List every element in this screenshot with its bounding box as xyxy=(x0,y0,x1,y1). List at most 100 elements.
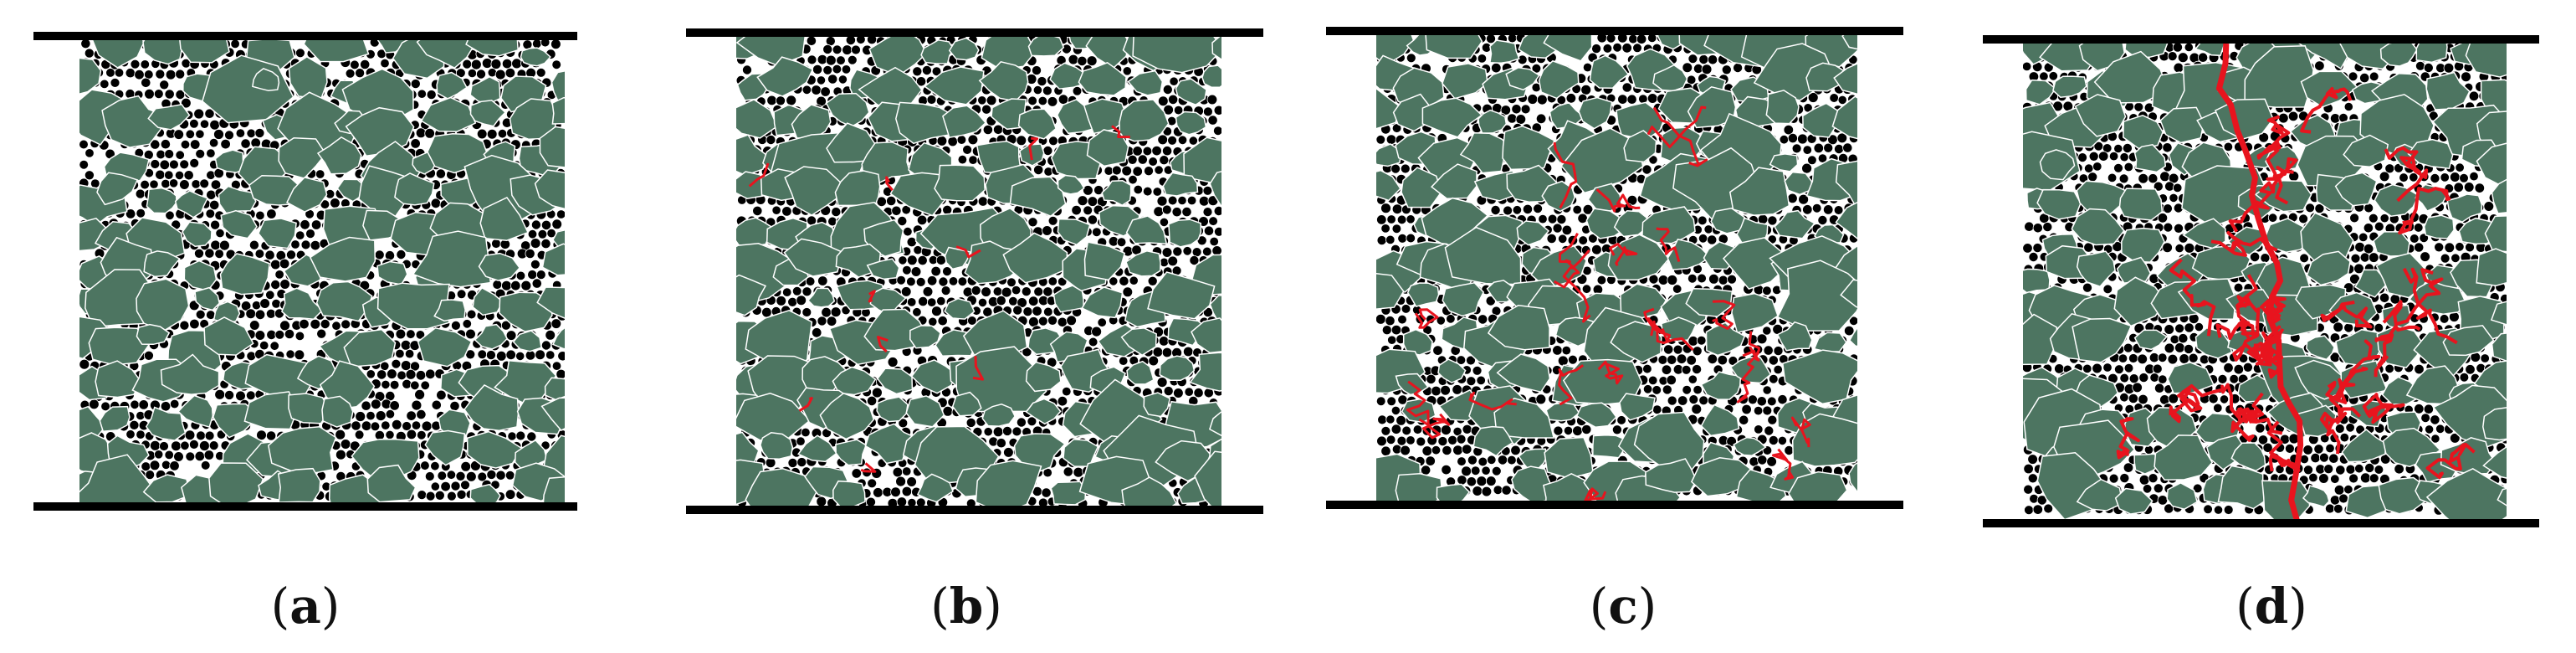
mortar-particle xyxy=(184,429,196,441)
mortar-particle xyxy=(907,497,917,506)
mortar-particle xyxy=(545,350,556,360)
mortar-particle xyxy=(476,128,488,140)
mortar-particle xyxy=(1701,64,1713,75)
mortar-particle xyxy=(957,276,968,287)
aggregate-particle xyxy=(783,238,843,277)
mortar-particle xyxy=(916,76,927,87)
mortar-particle xyxy=(279,258,290,270)
mortar-particle xyxy=(1708,273,1719,285)
mortar-particle xyxy=(1157,134,1169,146)
mortar-particle xyxy=(254,309,266,321)
aggregate-particle xyxy=(905,395,945,428)
mortar-particle xyxy=(149,460,161,471)
mortar-particle xyxy=(1033,164,1044,175)
mortar-particle xyxy=(906,276,916,287)
aggregate-particle xyxy=(1189,352,1221,392)
mortar-particle xyxy=(203,450,215,460)
mortar-particle xyxy=(141,77,151,88)
mortar-particle xyxy=(1621,43,1632,54)
aggregate-particle xyxy=(469,483,501,502)
aggregate-particles xyxy=(79,40,565,502)
mortar-particle xyxy=(1167,94,1179,105)
mortar-particle xyxy=(366,410,376,421)
aggregate-particle xyxy=(819,392,875,440)
mortar-particle xyxy=(903,226,913,237)
aggregate-particle xyxy=(1078,61,1127,96)
top-loading-plate xyxy=(1326,27,1903,35)
aggregate-particle xyxy=(868,37,928,77)
mortar-particle xyxy=(165,69,177,80)
mortar-particle xyxy=(965,417,976,428)
aggregate-particle xyxy=(145,406,187,441)
mortar-particle xyxy=(1132,166,1143,177)
mortar-particle xyxy=(504,67,516,79)
mortar-particle xyxy=(1385,134,1397,145)
mortar-particle xyxy=(936,136,948,147)
mortar-particle xyxy=(847,54,858,65)
mortar-particle xyxy=(84,48,95,59)
mortar-particle xyxy=(1628,35,1638,44)
mortar-particle xyxy=(204,248,215,259)
aggregate-particle xyxy=(436,71,468,100)
mortar-particle xyxy=(1161,204,1172,215)
mortar-particle xyxy=(977,297,988,307)
aggregate-particle xyxy=(179,40,230,64)
mortar-particle xyxy=(294,48,305,59)
mortar-particle xyxy=(832,44,842,55)
mortar-particle xyxy=(224,130,234,141)
mortar-particle xyxy=(125,208,136,219)
mortar-particle xyxy=(1133,184,1144,195)
panel-label-b: (b) xyxy=(883,582,1050,630)
mortar-particle xyxy=(254,330,266,341)
mortar-particle xyxy=(191,179,201,189)
mortar-particle xyxy=(1507,35,1518,44)
mortar-particle xyxy=(189,318,200,330)
mortar-particle xyxy=(1028,296,1039,306)
mortar-particle xyxy=(136,429,146,440)
aggregate-particle xyxy=(832,480,866,506)
aggregate-particle xyxy=(1201,64,1221,88)
mortar-particle xyxy=(530,219,541,230)
mortar-particle xyxy=(1591,44,1602,54)
mortar-particle xyxy=(1515,114,1527,125)
mortar-particle xyxy=(397,370,407,381)
mortar-particle xyxy=(1762,285,1772,296)
mortar-particle xyxy=(169,460,180,471)
mortar-particle xyxy=(1119,275,1129,286)
mortar-particle xyxy=(1157,95,1169,106)
mortar-particle xyxy=(1077,55,1088,67)
mortar-particle xyxy=(1116,237,1127,248)
mortar-particle xyxy=(235,390,246,402)
mortar-particle xyxy=(195,129,205,139)
mortar-particle xyxy=(817,54,828,65)
mortar-particle xyxy=(246,128,256,139)
mortar-particle xyxy=(400,360,412,372)
mortar-particle xyxy=(1173,388,1184,398)
mortar-particle xyxy=(351,420,361,431)
mortar-particle xyxy=(1391,123,1402,133)
mortar-particle xyxy=(500,320,511,331)
mortar-particle xyxy=(159,80,170,90)
aggregate-particle xyxy=(278,136,327,179)
aggregate-particle xyxy=(760,432,794,460)
mortar-particle xyxy=(527,270,538,280)
mortar-particle xyxy=(1533,203,1544,214)
mortar-particle xyxy=(936,296,946,306)
aggregate-particle xyxy=(832,366,877,396)
mortar-particle xyxy=(1520,104,1531,115)
mortar-particle xyxy=(417,89,427,99)
mortar-particle xyxy=(1152,187,1163,197)
mortar-particle xyxy=(156,149,166,160)
mortar-particle xyxy=(1207,115,1218,126)
panel-c: (c) xyxy=(1326,0,1912,653)
mortar-particle xyxy=(1703,224,1713,234)
mortar-particle xyxy=(180,440,190,451)
mortar-particle xyxy=(1202,207,1213,218)
mortar-particle xyxy=(125,429,136,440)
aggregate-particle xyxy=(1132,37,1221,74)
mortar-particle xyxy=(355,68,366,79)
mortar-particle xyxy=(155,69,166,80)
mortar-particle xyxy=(415,370,427,381)
mortar-particle xyxy=(1386,214,1396,224)
mortar-particle xyxy=(204,108,215,119)
